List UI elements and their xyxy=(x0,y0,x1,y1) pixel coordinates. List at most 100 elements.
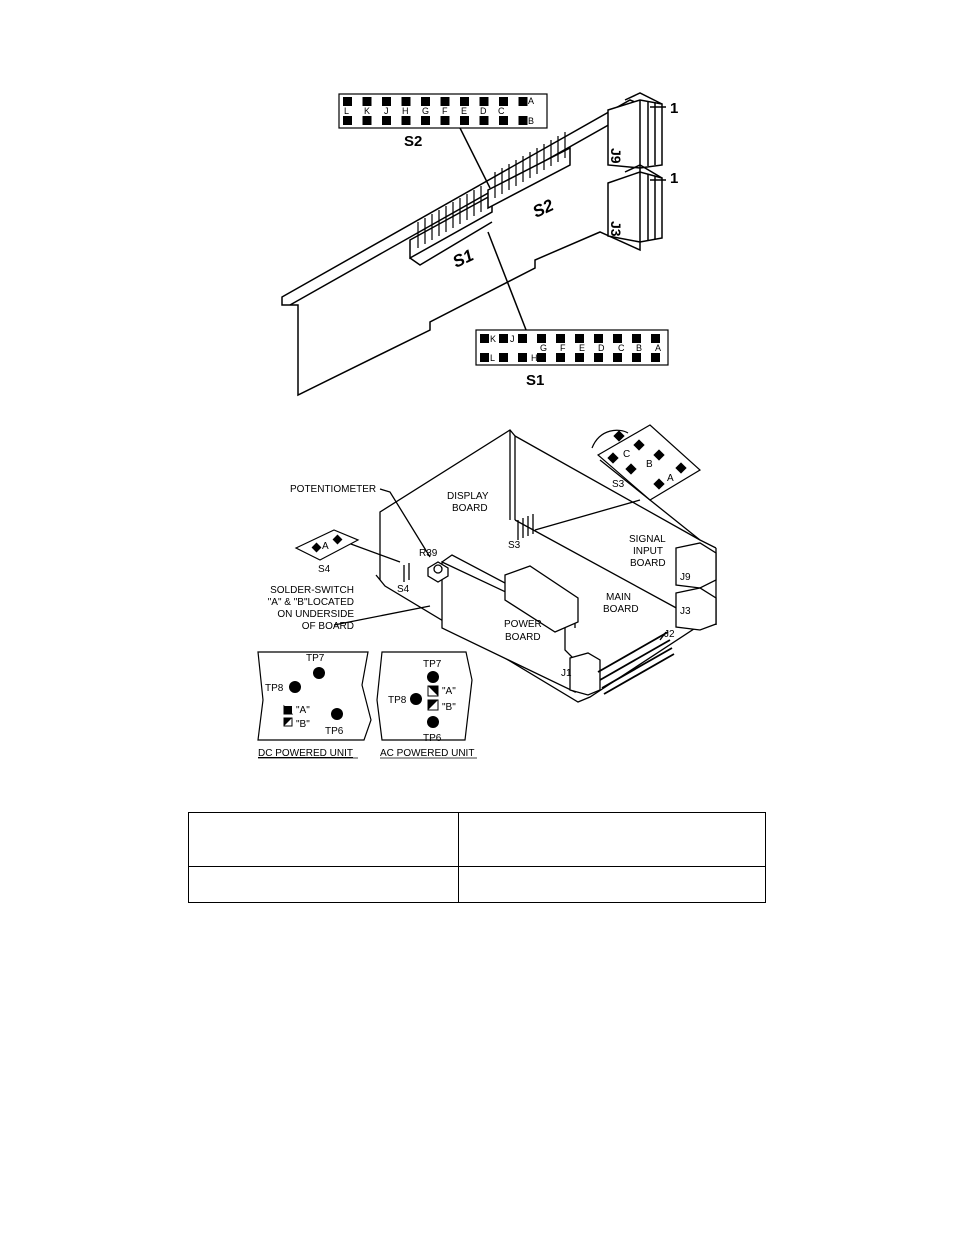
s2-leader-line xyxy=(459,127,491,189)
s3-inset xyxy=(591,424,702,501)
s2-pin xyxy=(518,116,528,125)
s2-letter-f: F xyxy=(442,106,448,116)
transformer-drawing xyxy=(504,565,579,633)
signal-input-label-3: BOARD xyxy=(630,558,666,569)
s1-letter-e: E xyxy=(579,343,585,353)
s1-pin xyxy=(594,353,603,362)
s2-letters: L K J H G F E D C A B xyxy=(344,96,534,126)
ac-tp8-label: TP8 xyxy=(388,695,407,706)
s2-header-box xyxy=(338,93,548,129)
dc-a-label: "A" xyxy=(296,705,310,716)
table-cell xyxy=(188,866,459,903)
s2-pin xyxy=(382,97,391,106)
ac-tp6-label: TP6 xyxy=(423,733,442,744)
s1-letter-k: K xyxy=(490,334,496,344)
j3-label: J3 xyxy=(608,221,624,237)
table-row xyxy=(188,812,766,867)
s1-pin xyxy=(499,353,508,362)
s2-pin xyxy=(440,97,450,106)
main-board-label-2: BOARD xyxy=(603,604,639,615)
s2-pin xyxy=(499,97,508,106)
s4-pins xyxy=(403,563,410,582)
solder-switch-label-2: "A" & "B"LOCATED xyxy=(268,597,354,608)
s1-letter-f: F xyxy=(560,343,566,353)
s1-letter-g: G xyxy=(540,343,547,353)
board-s1-label: S1 xyxy=(450,246,477,272)
s2-pin xyxy=(518,97,528,106)
s2-pin xyxy=(460,116,469,125)
s1-letter-h: H xyxy=(531,353,538,363)
s1-board-header xyxy=(409,193,493,266)
s1-pin xyxy=(499,334,508,343)
s3-leader xyxy=(534,499,641,531)
s1-pin xyxy=(556,334,565,343)
s1-header-box xyxy=(475,329,669,366)
s1-pin xyxy=(556,353,565,362)
s2-pin xyxy=(382,116,391,125)
s2-letter-e: E xyxy=(461,106,467,116)
s2-letter-a: A xyxy=(528,96,534,106)
s2-pin xyxy=(479,116,489,125)
j1-label: J1 xyxy=(561,668,572,679)
signal-board-top-edge xyxy=(289,109,636,306)
s2-pin xyxy=(401,116,411,125)
s2-pin xyxy=(401,97,411,106)
s2-pin xyxy=(421,116,430,125)
s2-board-header xyxy=(487,146,571,210)
settings-table xyxy=(188,812,766,903)
s2-pin xyxy=(460,97,469,106)
s2-letter-g: G xyxy=(422,106,429,116)
s3-inset-label: S3 xyxy=(612,479,625,490)
s1-letter-j: J xyxy=(510,334,515,344)
table-cell xyxy=(458,812,766,867)
s3-pins xyxy=(517,514,534,540)
potentiometer-leader xyxy=(379,488,431,558)
j9-bottom-label: J9 xyxy=(680,572,691,583)
s2-pin xyxy=(479,97,489,106)
signal-input-label-1: SIGNAL xyxy=(629,534,666,545)
s1-leader-line xyxy=(487,231,529,336)
s1-pin xyxy=(575,353,584,362)
s1-letters: K J L H G F E D C B A xyxy=(490,334,661,363)
s4-inset xyxy=(294,529,360,561)
s2-pin xyxy=(499,116,508,125)
j9-pin-one-label: 1 xyxy=(670,100,678,117)
dc-tp6-label: TP6 xyxy=(325,726,344,737)
s1-pin xyxy=(575,334,584,343)
table-cell xyxy=(458,866,766,903)
s4-inset-label: S4 xyxy=(318,564,331,575)
bottom-assembly-diagram xyxy=(333,429,717,703)
ac-unit-inset xyxy=(376,651,473,741)
j2-label: J2 xyxy=(664,629,675,640)
power-board-label-2: BOARD xyxy=(505,632,541,643)
s1-letter-a: A xyxy=(655,343,661,353)
power-board-label-1: POWER xyxy=(504,619,542,630)
top-board-diagram xyxy=(281,92,666,397)
s1-letter-l: L xyxy=(490,353,495,363)
s4-inset-letter-a: A xyxy=(322,541,329,552)
r39-label: R39 xyxy=(419,548,438,559)
s1-pin xyxy=(594,334,603,343)
s1-header-title: S1 xyxy=(526,372,544,389)
s2-pin xyxy=(343,97,352,106)
s2-header-title: S2 xyxy=(404,133,422,150)
ac-a-label: "A" xyxy=(442,686,456,697)
s1-pin xyxy=(480,334,489,343)
s2-letter-k: K xyxy=(364,106,370,116)
signal-input-label-2: INPUT xyxy=(633,546,663,557)
s2-letter-h: H xyxy=(402,106,409,116)
j3-bottom-label: J3 xyxy=(680,606,691,617)
s1-pin xyxy=(537,334,546,343)
dc-tp7-label: TP7 xyxy=(306,653,325,664)
s1-letter-b: B xyxy=(636,343,642,353)
s2-pin xyxy=(421,97,430,106)
s1-pin xyxy=(632,353,641,362)
table-row xyxy=(188,866,766,903)
s1-pin xyxy=(651,353,660,362)
main-board-label-1: MAIN xyxy=(606,592,631,603)
j9-j3-connectors-drawing xyxy=(675,542,717,631)
s1-pin xyxy=(613,353,622,362)
solder-switch-leader xyxy=(333,605,431,626)
s2-pin xyxy=(440,116,450,125)
